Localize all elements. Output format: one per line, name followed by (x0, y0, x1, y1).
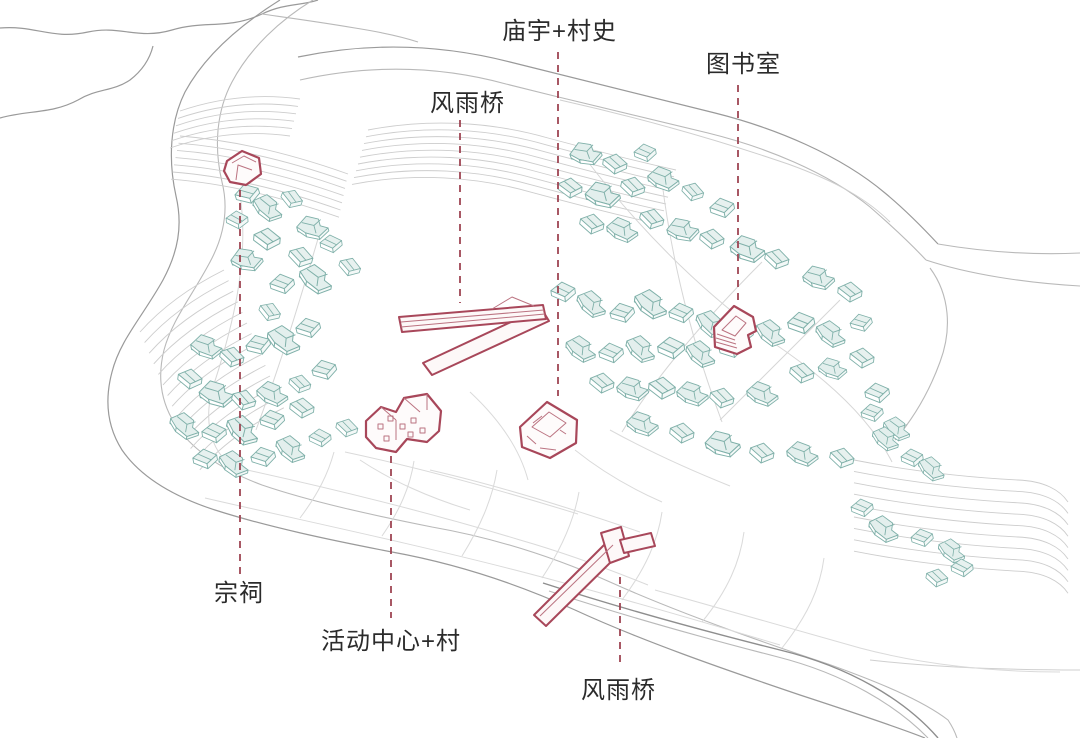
village-house (667, 300, 696, 326)
village-house (225, 209, 250, 231)
village-house (683, 338, 719, 370)
village-house (549, 279, 577, 305)
village-house (288, 396, 316, 420)
landmark-ancestral-hall (222, 149, 263, 187)
village-house (631, 287, 670, 322)
village-house (646, 163, 681, 195)
village-house (227, 242, 266, 278)
leader-lines (239, 52, 739, 666)
village-house (762, 246, 792, 272)
label-temple-village-history: 庙宇+村史 (502, 18, 618, 45)
village-house (286, 372, 313, 396)
village-house (800, 261, 837, 295)
village-house (668, 420, 696, 446)
village-house (813, 318, 848, 350)
village-house (308, 427, 333, 449)
village-house (191, 446, 220, 472)
village-house (707, 195, 737, 221)
village-house (309, 356, 340, 384)
village-buildings (167, 136, 975, 590)
village-house (614, 372, 651, 406)
village-house (564, 334, 598, 364)
village-house (707, 385, 737, 411)
village-house (702, 425, 743, 463)
label-wind-rain-bridge-bottom: 风雨桥 (581, 677, 656, 704)
village-house (573, 287, 610, 321)
village-house (849, 496, 875, 520)
village-house (863, 380, 892, 406)
field-mesh-lines (204, 391, 1061, 673)
village-house (785, 309, 817, 338)
village-house (656, 334, 687, 362)
village-house (278, 186, 306, 212)
village-house (216, 448, 251, 480)
village-house (556, 176, 584, 200)
village-house (866, 513, 901, 545)
label-ancestral-hall: 宗祠 (214, 580, 264, 607)
village-house (622, 332, 659, 366)
label-library: 图书室 (706, 51, 781, 78)
village-house (785, 438, 820, 470)
village-house (293, 314, 323, 342)
village-house (924, 566, 950, 590)
village-house (836, 280, 864, 304)
village-house (847, 310, 875, 335)
village-house (200, 420, 228, 446)
village-house (597, 340, 626, 366)
village-house (256, 299, 284, 325)
village-house (229, 386, 259, 414)
village-house (605, 215, 639, 245)
landmark-wind-rain-bridge-center (398, 296, 550, 376)
landmark-wind-rain-bridge-south (533, 526, 656, 627)
village-house (336, 254, 364, 280)
village-house (252, 226, 282, 252)
label-activity-center: 活动中心+村 (321, 628, 462, 655)
village-house (674, 378, 710, 410)
village-house (909, 526, 936, 550)
village-house (787, 360, 816, 386)
landmark-library (712, 304, 758, 356)
village-house (618, 174, 648, 200)
village-house (745, 378, 780, 410)
village-house (663, 212, 702, 248)
village-house (848, 346, 876, 370)
village-house (624, 408, 660, 440)
village-house (167, 410, 203, 442)
village-house (607, 299, 637, 327)
village-house (647, 375, 677, 401)
village-house (176, 366, 204, 392)
village-house (588, 370, 616, 396)
landmark-activity-center (364, 392, 443, 454)
village-house (577, 211, 606, 237)
village-house (827, 445, 857, 471)
village-house (679, 179, 706, 204)
village-house (267, 271, 297, 297)
village-house (255, 379, 289, 409)
village-house (188, 331, 224, 363)
village-house (333, 416, 360, 440)
village-house (273, 433, 309, 465)
label-wind-rain-bridge-top: 风雨桥 (430, 90, 505, 117)
village-house (753, 317, 789, 349)
village-house (859, 401, 886, 425)
village-house (698, 226, 726, 252)
village-house (728, 231, 767, 267)
landmark-temple-village-history (518, 400, 579, 460)
village-house (248, 443, 278, 471)
village-house (747, 440, 776, 466)
